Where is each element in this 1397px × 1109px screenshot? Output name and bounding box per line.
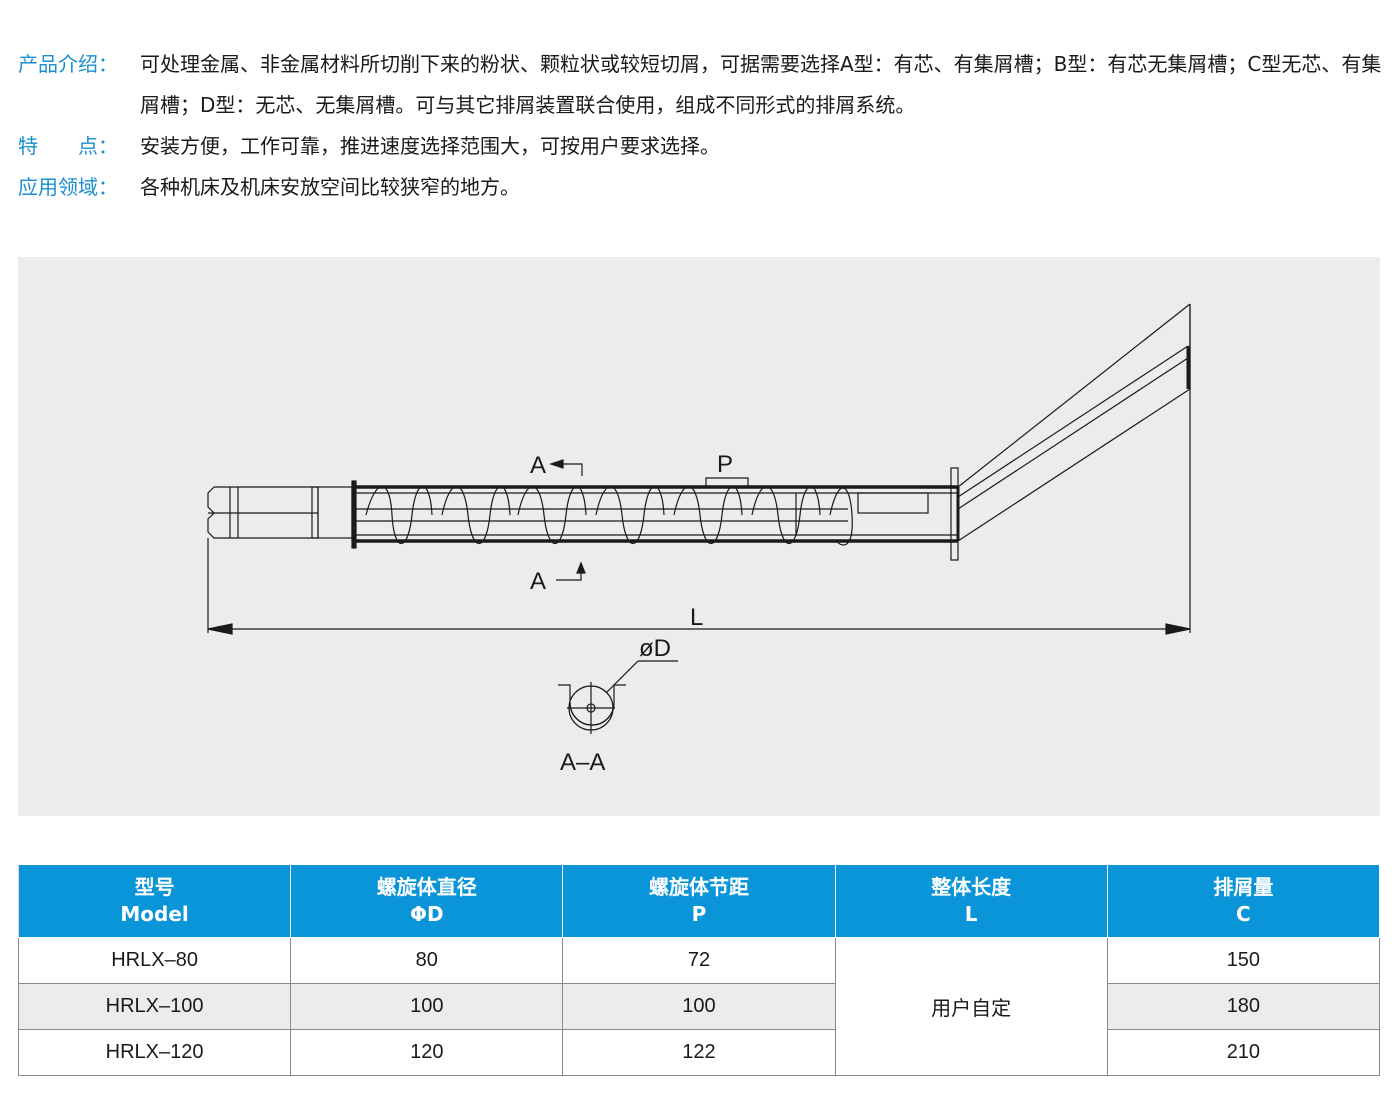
header-length-cn: 整体长度 [931, 875, 1012, 899]
header-capacity: 排屑量 C [1106, 864, 1381, 938]
section-arrow-top [558, 463, 583, 476]
header-length: 整体长度 L [834, 864, 1108, 938]
pitch-label: P [717, 451, 733, 478]
table-row: HRLX–100 100 100 180 [17, 983, 1381, 1030]
dim-arrow-right [1165, 623, 1191, 635]
header-model: 型号 Model [17, 864, 292, 938]
chute-inner-edge-1 [957, 345, 1189, 498]
diameter-label: øD [639, 635, 671, 662]
section-trough-inner [569, 702, 615, 726]
cell-pitch: 122 [562, 1029, 836, 1076]
header-diameter: 螺旋体直径 ΦD [290, 864, 564, 938]
intro-description-row: 产品介绍： 可处理金属、非金属材料所切削下来的粉状、颗粒状或较短切屑，可据需要选… [18, 44, 1388, 126]
cell-pitch: 100 [562, 983, 836, 1030]
cell-diameter: 80 [290, 937, 564, 984]
section-label-bottom: A [530, 568, 546, 595]
section-label-top: A [530, 452, 546, 479]
header-diameter-cn: 螺旋体直径 [376, 875, 477, 899]
specification-table: 型号 Model 螺旋体直径 ΦD 螺旋体节距 P 整体长度 L 排屑量 C H… [17, 864, 1381, 1076]
header-length-sub: L [964, 902, 978, 926]
header-model-sub: Model [120, 902, 189, 926]
chute-bottom-edge [957, 388, 1191, 542]
pitch-marker [705, 477, 749, 487]
section-arrowhead-top [549, 459, 564, 469]
header-model-cn: 型号 [134, 875, 175, 899]
intro-features-text: 安装方便，工作可靠，推进速度选择范围大，可按用户要求选择。 [140, 134, 720, 158]
header-pitch-sub: P [691, 902, 707, 926]
cell-capacity: 210 [1106, 1029, 1381, 1076]
header-capacity-cn: 排屑量 [1213, 875, 1274, 899]
screw-spiral [365, 485, 853, 546]
dim-arrow-left [207, 623, 233, 635]
intro-features-label: 特 点： [18, 134, 118, 158]
intro-features-row: 特 点： 安装方便，工作可靠，推进速度选择范围大，可按用户要求选择。 [18, 126, 1388, 167]
cell-model: HRLX–100 [17, 983, 292, 1030]
technical-drawing-panel: A A P L øD A–A [18, 257, 1380, 816]
cell-model: HRLX–120 [17, 1029, 292, 1076]
section-arrowhead-bottom [576, 561, 586, 574]
cell-model: HRLX–80 [17, 937, 292, 984]
table-row: HRLX–120 120 122 210 [17, 1029, 1381, 1076]
cell-pitch: 72 [562, 937, 836, 984]
chute-top-edge [957, 303, 1191, 488]
intro-description-label: 产品介绍： [18, 52, 118, 76]
diameter-leader [605, 660, 639, 694]
cell-diameter: 100 [290, 983, 564, 1030]
intro-description-text: 可处理金属、非金属材料所切削下来的粉状、颗粒状或较短切屑，可据需要选择A型：有芯… [140, 52, 1382, 117]
intro-application-text: 各种机床及机床安放空间比较狭窄的地方。 [140, 175, 520, 199]
section-view-label: A–A [560, 749, 605, 776]
screw-conveyor-drawing: A A P L øD A–A [207, 303, 1191, 776]
cell-length-merged: 用户自定 [834, 937, 1108, 1076]
chute-inner-edge-2 [957, 357, 1189, 510]
product-intro: 产品介绍： 可处理金属、非金属材料所切削下来的粉状、颗粒状或较短切屑，可据需要选… [18, 44, 1388, 208]
drive-flange [351, 480, 357, 549]
header-pitch: 螺旋体节距 P [562, 864, 836, 938]
cell-capacity: 180 [1106, 983, 1381, 1030]
header-pitch-cn: 螺旋体节距 [648, 875, 749, 899]
table-header-row: 型号 Model 螺旋体直径 ΦD 螺旋体节距 P 整体长度 L 排屑量 C [17, 864, 1381, 938]
header-capacity-sub: C [1236, 902, 1251, 926]
table-row: HRLX–80 80 72 用户自定 150 [17, 937, 1381, 1076]
shaft-extension [857, 492, 929, 514]
header-diameter-sub: ΦD [409, 902, 444, 926]
cell-capacity: 150 [1106, 937, 1381, 984]
length-label: L [690, 604, 703, 631]
section-trough-outline [558, 684, 626, 726]
cell-diameter: 120 [290, 1029, 564, 1076]
intro-application-label: 应用领域： [18, 175, 118, 199]
drawing-lines [207, 303, 1191, 734]
intro-application-row: 应用领域： 各种机床及机床安放空间比较狭窄的地方。 [18, 167, 1388, 208]
